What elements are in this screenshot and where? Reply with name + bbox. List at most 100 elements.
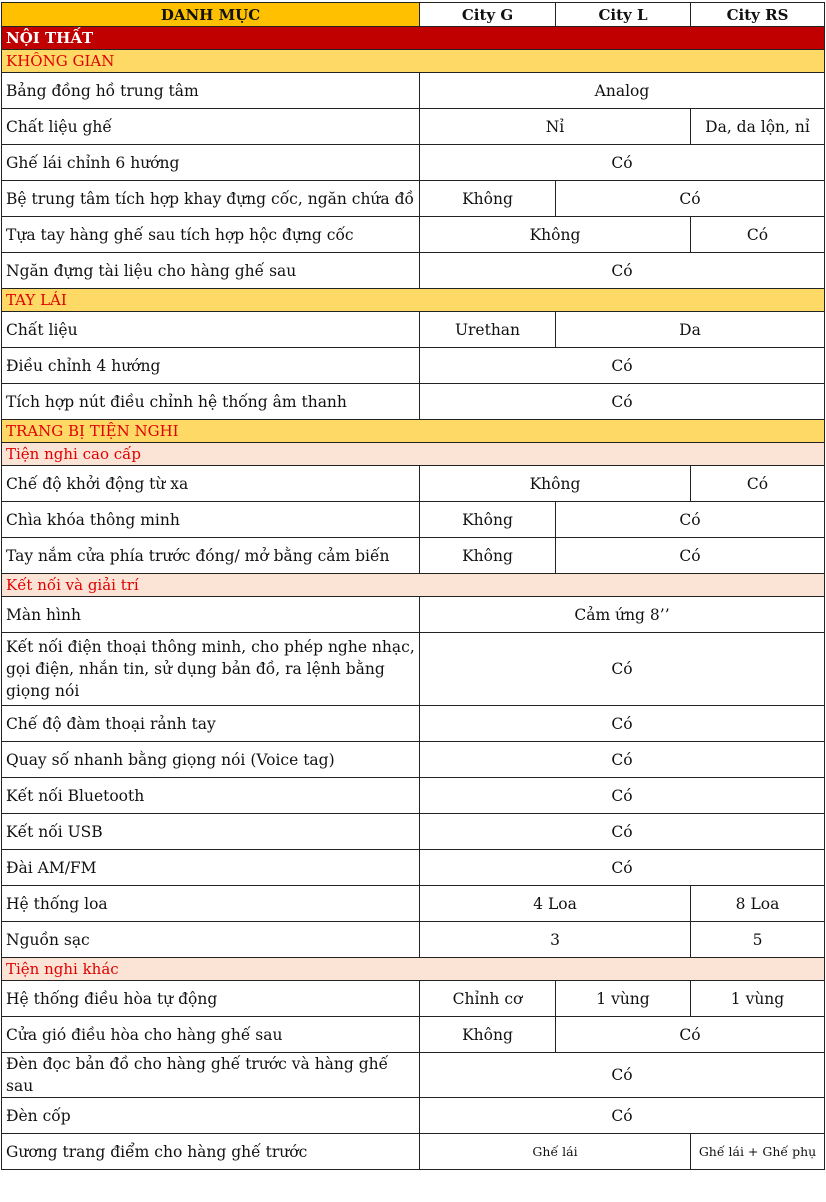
row-label: Tựa tay hàng ghế sau tích hợp hộc đựng c…: [1, 216, 420, 253]
row-label: Đèn cốp: [1, 1097, 420, 1134]
value-rs: 5: [690, 921, 825, 958]
row-label: Quay số nhanh bằng giọng nói (Voice tag): [1, 741, 420, 778]
value-g-l: Ghế lái: [419, 1133, 691, 1170]
value-g: Không: [419, 537, 556, 574]
group-tay-lai: TAY LÁI: [1, 288, 825, 312]
row-label: Chất liệu: [1, 311, 420, 348]
table-row: Tựa tay hàng ghế sau tích hợp hộc đựng c…: [1, 216, 825, 253]
value-g: Urethan: [419, 311, 556, 348]
table-row: Cửa gió điều hòa cho hàng ghế sau Không …: [1, 1016, 825, 1053]
spec-table: DANH MỤC City G City L City RS NỘI THẤT …: [1, 2, 825, 1170]
table-row: Chất liệu Urethan Da: [1, 311, 825, 348]
value-l-rs: Có: [555, 180, 825, 217]
row-label: Tích hợp nút điều chỉnh hệ thống âm than…: [1, 383, 420, 420]
row-label: Ngăn đựng tài liệu cho hàng ghế sau: [1, 252, 420, 289]
value-all: Có: [419, 1052, 825, 1098]
table-row: Chất liệu ghế Nỉ Da, da lộn, nỉ: [1, 108, 825, 145]
value-g: Không: [419, 180, 556, 217]
value-rs: 1 vùng: [690, 980, 825, 1017]
table-row: Kết nối điện thoại thông minh, cho phép …: [1, 632, 825, 706]
subgroup-tien-nghi-khac: Tiện nghi khác: [1, 957, 825, 981]
value-all: Có: [419, 632, 825, 706]
table-row: Đài AM/FM Có: [1, 849, 825, 886]
table-row: Ghế lái chỉnh 6 hướng Có: [1, 144, 825, 181]
table-row: Chế độ đàm thoại rảnh tay Có: [1, 705, 825, 742]
value-l-rs: Có: [555, 501, 825, 538]
row-label: Kết nối Bluetooth: [1, 777, 420, 814]
value-g-l: 4 Loa: [419, 885, 691, 922]
city-rs-header: City RS: [690, 2, 825, 27]
table-row: Điều chỉnh 4 hướng Có: [1, 347, 825, 384]
row-label: Cửa gió điều hòa cho hàng ghế sau: [1, 1016, 420, 1053]
value-all: Có: [419, 347, 825, 384]
category-header: DANH MỤC: [1, 2, 420, 27]
row-label: Gương trang điểm cho hàng ghế trước: [1, 1133, 420, 1170]
value-g-l: Không: [419, 216, 691, 253]
row-label: Bệ trung tâm tích hợp khay đựng cốc, ngă…: [1, 180, 420, 217]
value-all: Có: [419, 849, 825, 886]
group-trang-bi-tien-nghi: TRANG BỊ TIỆN NGHI: [1, 419, 825, 443]
table-row: Chìa khóa thông minh Không Có: [1, 501, 825, 538]
value-all: Có: [419, 741, 825, 778]
value-l-rs: Có: [555, 1016, 825, 1053]
table-row: Tay nắm cửa phía trước đóng/ mở bằng cảm…: [1, 537, 825, 574]
header-row: DANH MỤC City G City L City RS: [1, 2, 825, 27]
table-row: Đèn đọc bản đồ cho hàng ghế trước và hàn…: [1, 1052, 825, 1098]
value-all: Có: [419, 813, 825, 850]
value-g-l: 3: [419, 921, 691, 958]
row-label: Tay nắm cửa phía trước đóng/ mở bằng cảm…: [1, 537, 420, 574]
row-label: Đèn đọc bản đồ cho hàng ghế trước và hàn…: [1, 1052, 420, 1098]
value-g: Không: [419, 501, 556, 538]
value-g: Chỉnh cơ: [419, 980, 556, 1017]
table-row: Bệ trung tâm tích hợp khay đựng cốc, ngă…: [1, 180, 825, 217]
row-label: Hệ thống điều hòa tự động: [1, 980, 420, 1017]
row-label: Đài AM/FM: [1, 849, 420, 886]
row-label: Chế độ khởi động từ xa: [1, 465, 420, 502]
row-label: Kết nối điện thoại thông minh, cho phép …: [1, 632, 420, 706]
value-l: 1 vùng: [555, 980, 691, 1017]
row-label: Điều chỉnh 4 hướng: [1, 347, 420, 384]
value-all: Analog: [419, 72, 825, 109]
table-row: Hệ thống điều hòa tự động Chỉnh cơ 1 vùn…: [1, 980, 825, 1017]
table-row: Bảng đồng hồ trung tâm Analog: [1, 72, 825, 109]
row-label: Chế độ đàm thoại rảnh tay: [1, 705, 420, 742]
subgroup-tien-nghi-cao-cap: Tiện nghi cao cấp: [1, 442, 825, 466]
city-g-header: City G: [419, 2, 556, 27]
group-khong-gian: KHÔNG GIAN: [1, 49, 825, 73]
value-g-l: Nỉ: [419, 108, 691, 145]
value-g-l: Không: [419, 465, 691, 502]
row-label: Hệ thống loa: [1, 885, 420, 922]
row-label: Nguồn sạc: [1, 921, 420, 958]
value-all: Có: [419, 777, 825, 814]
row-label: Kết nối USB: [1, 813, 420, 850]
value-rs: 8 Loa: [690, 885, 825, 922]
value-l-rs: Da: [555, 311, 825, 348]
value-rs: Có: [690, 216, 825, 253]
table-row: Hệ thống loa 4 Loa 8 Loa: [1, 885, 825, 922]
row-label: Ghế lái chỉnh 6 hướng: [1, 144, 420, 181]
row-label: Chìa khóa thông minh: [1, 501, 420, 538]
row-label: Màn hình: [1, 596, 420, 633]
value-all: Có: [419, 383, 825, 420]
value-rs: Da, da lộn, nỉ: [690, 108, 825, 145]
subgroup-ket-noi-giai-tri: Kết nối và giải trí: [1, 573, 825, 597]
table-row: Kết nối Bluetooth Có: [1, 777, 825, 814]
table-row: Tích hợp nút điều chỉnh hệ thống âm than…: [1, 383, 825, 420]
value-all: Có: [419, 144, 825, 181]
value-g: Không: [419, 1016, 556, 1053]
value-rs: Ghế lái + Ghế phụ: [690, 1133, 825, 1170]
value-all: Cảm ứng 8’’: [419, 596, 825, 633]
table-row: Chế độ khởi động từ xa Không Có: [1, 465, 825, 502]
table-row: Quay số nhanh bằng giọng nói (Voice tag)…: [1, 741, 825, 778]
value-all: Có: [419, 252, 825, 289]
value-all: Có: [419, 705, 825, 742]
row-label: Bảng đồng hồ trung tâm: [1, 72, 420, 109]
section-noi-that: NỘI THẤT: [1, 26, 825, 50]
table-row: Màn hình Cảm ứng 8’’: [1, 596, 825, 633]
table-row: Kết nối USB Có: [1, 813, 825, 850]
value-rs: Có: [690, 465, 825, 502]
row-label: Chất liệu ghế: [1, 108, 420, 145]
value-all: Có: [419, 1097, 825, 1134]
table-row: Đèn cốp Có: [1, 1097, 825, 1134]
table-row: Ngăn đựng tài liệu cho hàng ghế sau Có: [1, 252, 825, 289]
